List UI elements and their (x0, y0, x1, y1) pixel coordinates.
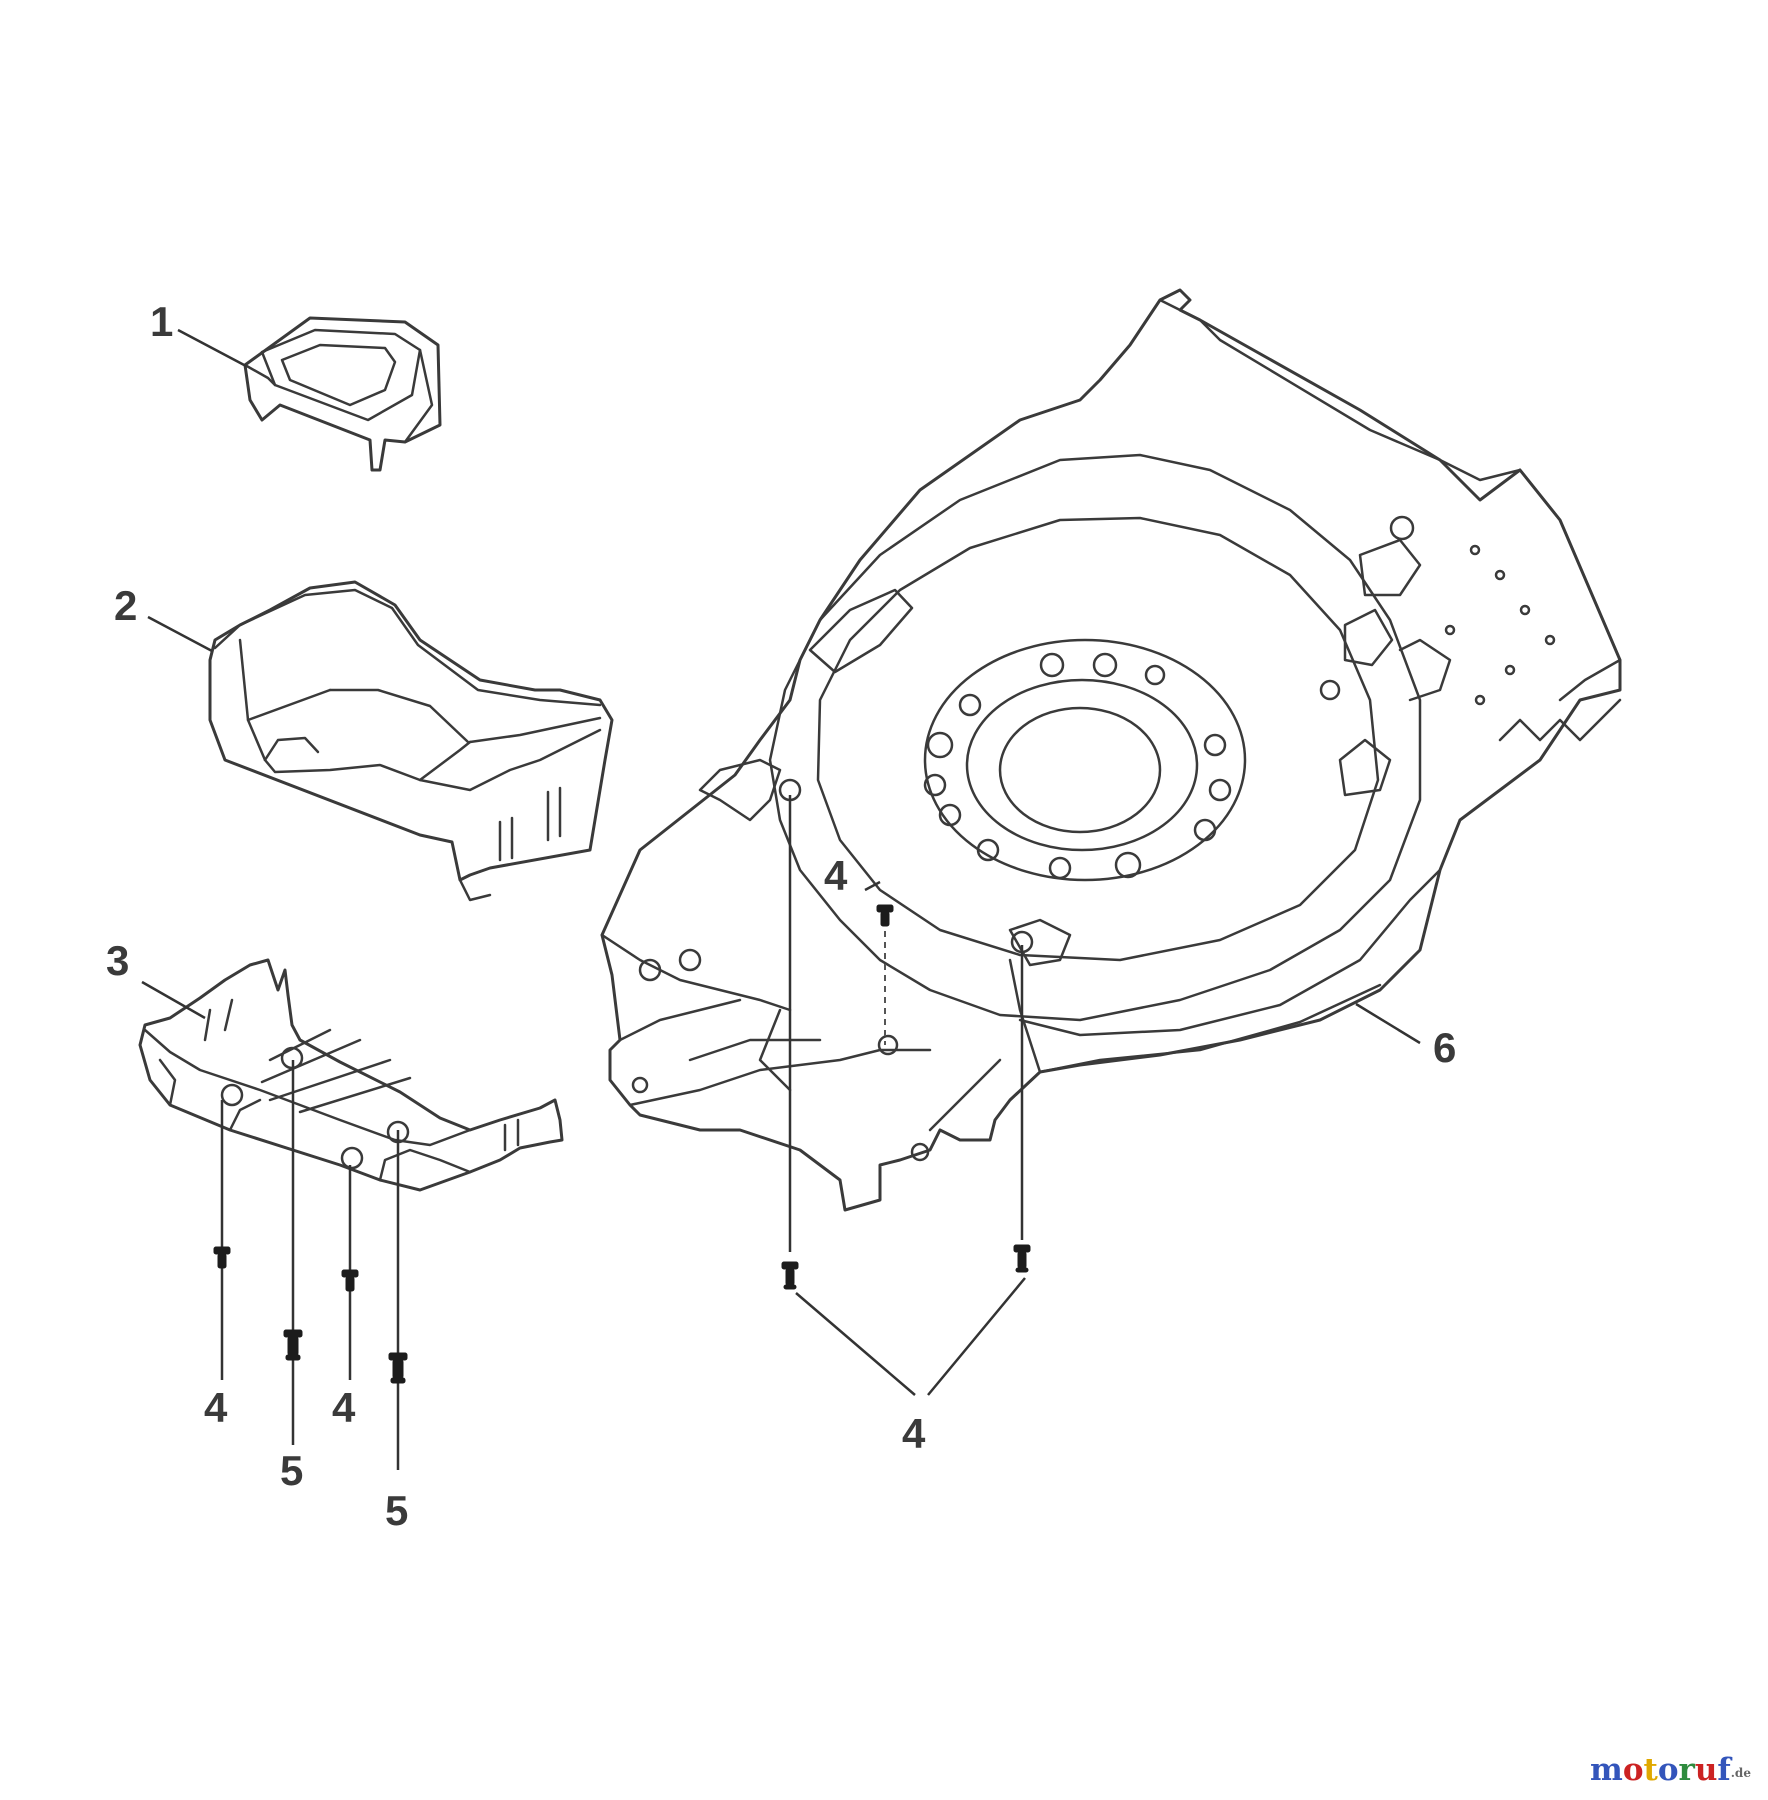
screw-5-a (283, 1329, 303, 1361)
watermark-letter: u (1694, 1752, 1718, 1788)
leader-lines (141, 328, 1421, 1470)
watermark-letter: f (1717, 1752, 1731, 1788)
watermark-letter: m (1590, 1752, 1623, 1788)
watermark-logo: motoruf.de (1590, 1752, 1751, 1788)
callout-4-b: 4 (332, 1384, 356, 1431)
screw-5-b (388, 1352, 408, 1384)
screw-4-a (213, 1246, 231, 1269)
part-6-mower-deck (600, 288, 1622, 1212)
callout-5-a: 5 (280, 1447, 303, 1494)
watermark-letter: o (1622, 1752, 1644, 1788)
callout-4-bottom: 4 (902, 1410, 926, 1457)
screw-4-d (1013, 1244, 1031, 1273)
watermark-letter: o (1657, 1752, 1679, 1788)
part-3-base-plate (138, 958, 564, 1192)
screw-4-top (876, 904, 894, 927)
watermark-suffix: .de (1730, 1766, 1751, 1780)
screw-4-c (781, 1261, 799, 1290)
callout-1: 1 (150, 298, 173, 345)
callout-5-b: 5 (385, 1487, 408, 1534)
callout-6: 6 (1433, 1024, 1456, 1071)
watermark-letter: t (1643, 1752, 1658, 1788)
callout-4-top: 4 (824, 852, 848, 899)
part-1-cover (243, 316, 442, 472)
callout-3: 3 (106, 937, 129, 984)
callout-4-a: 4 (204, 1384, 228, 1431)
callout-labels: 1 2 3 4 4 4 5 5 4 6 (106, 298, 1456, 1534)
screws (213, 904, 1031, 1384)
part-2-rear-cover (208, 580, 614, 902)
screw-4-b (341, 1269, 359, 1292)
callout-2: 2 (114, 582, 137, 629)
watermark-letter: r (1678, 1752, 1695, 1788)
